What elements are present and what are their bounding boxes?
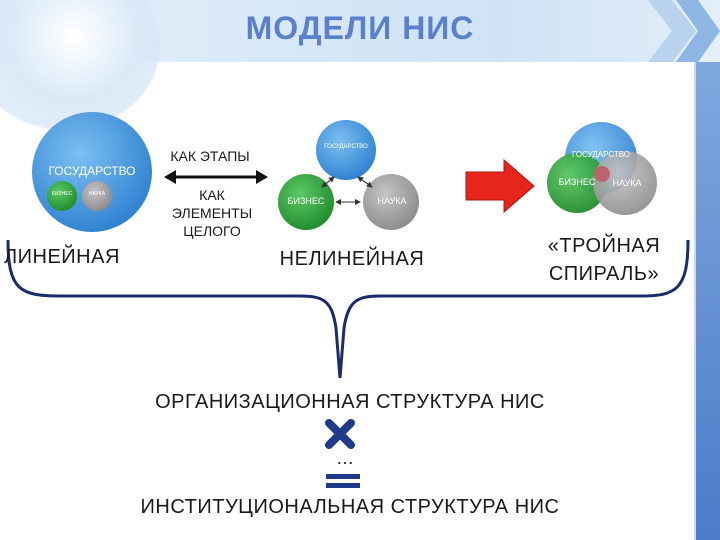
multiply-icon — [325, 419, 355, 449]
helix-business-label: БИЗНЕС — [558, 177, 596, 187]
as-stages-label: КАК ЭТАПЫ — [170, 148, 250, 164]
linear-model-label: ЛИНЕЙНАЯ — [4, 246, 120, 268]
as-elements-label: КАК ЭЛЕМЕНТЫ ЦЕЛОГО — [171, 187, 253, 239]
ellipsis-text: … — [336, 448, 354, 468]
helix-business-circle — [547, 153, 607, 213]
double-arrow-icon — [164, 170, 268, 184]
nonlinear-model-diagram — [278, 120, 419, 230]
page-title: МОДЕЛИ НИС — [245, 10, 475, 46]
linear-science-circle — [82, 181, 112, 211]
triple-helix-diagram — [547, 122, 657, 215]
helix-state-label: ГОСУДАРСТВО — [571, 150, 631, 159]
nonlinear-business-label: БИЗНЕС — [287, 196, 325, 206]
side-decoration-line — [694, 62, 696, 540]
nonlinear-state-label: ГОСУДАРСТВО — [324, 144, 368, 150]
org-structure-label: ОРГАНИЗАЦИОННАЯ СТРУКТУРА НИС — [155, 391, 545, 413]
nonlinear-model-label: НЕЛИНЕЙНАЯ — [279, 248, 425, 270]
helix-science-circle — [593, 151, 657, 215]
linear-state-label: ГОСУДАРСТВО — [48, 164, 136, 178]
equals-icon — [326, 474, 360, 488]
helix-intersection — [594, 166, 610, 182]
linear-science-label: НАУКА — [88, 191, 106, 197]
side-decoration-bar — [696, 62, 720, 540]
inst-structure-label: ИНСТИТУЦИОНАЛЬНАЯ СТРУКТУРА НИС — [140, 496, 560, 518]
nonlinear-science-label: НАУКА — [377, 196, 407, 206]
linear-model-diagram — [32, 112, 152, 232]
nonlinear-science-circle — [363, 174, 419, 230]
nonlinear-state-circle — [316, 120, 376, 180]
triple-helix-label: «ТРОЙНАЯ СПИРАЛЬ» — [547, 235, 661, 285]
chevron-decoration-icon — [648, 0, 720, 62]
linear-business-circle — [47, 181, 77, 211]
linear-business-label: БИЗНЕС — [51, 191, 73, 197]
nonlinear-business-circle — [278, 174, 334, 230]
curly-brace — [6, 239, 690, 379]
red-arrow-icon — [465, 158, 535, 214]
helix-science-label: НАУКА — [612, 178, 642, 188]
